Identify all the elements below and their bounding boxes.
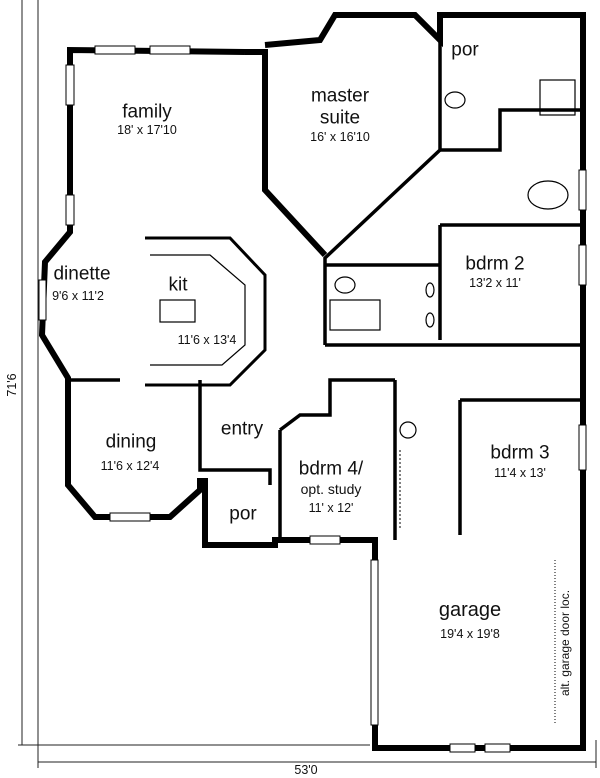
dining-label: dining xyxy=(105,431,157,453)
garage-size: 19'4 x 19'8 xyxy=(440,626,500,641)
bdrm3-label: bdrm 3 xyxy=(490,442,550,464)
master-label: master xyxy=(310,85,370,107)
overall-depth-label: 71'6 xyxy=(4,373,19,397)
bdrm4-label: bdrm 4/ xyxy=(298,458,364,480)
family-label: family xyxy=(122,101,172,123)
garage-label: garage xyxy=(438,599,502,621)
master-size: 16' x 16'10 xyxy=(310,129,370,144)
suite-label: suite xyxy=(319,107,361,129)
dinette-size: 9'6 x 11'2 xyxy=(52,288,104,303)
overall-width-label: 53'0 xyxy=(294,762,318,777)
bdrm4-size: 11' x 12' xyxy=(308,500,354,515)
dinette-label: dinette xyxy=(53,263,111,285)
kitchen-label: kit xyxy=(168,274,188,296)
garage-door-note: alt. garage door loc. xyxy=(558,589,572,697)
interior-walls xyxy=(68,40,583,540)
dining-size: 11'6 x 12'4 xyxy=(100,458,160,473)
bdrm2-size: 13'2 x 11' xyxy=(469,275,521,290)
bdrm4-subtitle: opt. study xyxy=(300,481,362,497)
windows xyxy=(38,45,587,753)
dimension-lines xyxy=(18,0,597,768)
bath-fixtures xyxy=(329,79,576,439)
kitchen-size: 11'6 x 13'4 xyxy=(177,332,237,347)
family-size: 18' x 17'10 xyxy=(117,122,177,137)
rear-porch-label: por xyxy=(451,39,479,61)
kitchen-counters xyxy=(145,236,267,387)
entry-label: entry xyxy=(220,418,264,440)
bdrm2-label: bdrm 2 xyxy=(465,253,525,275)
bdrm3-size: 11'4 x 13' xyxy=(494,465,546,480)
front-porch-label: por xyxy=(229,503,257,525)
